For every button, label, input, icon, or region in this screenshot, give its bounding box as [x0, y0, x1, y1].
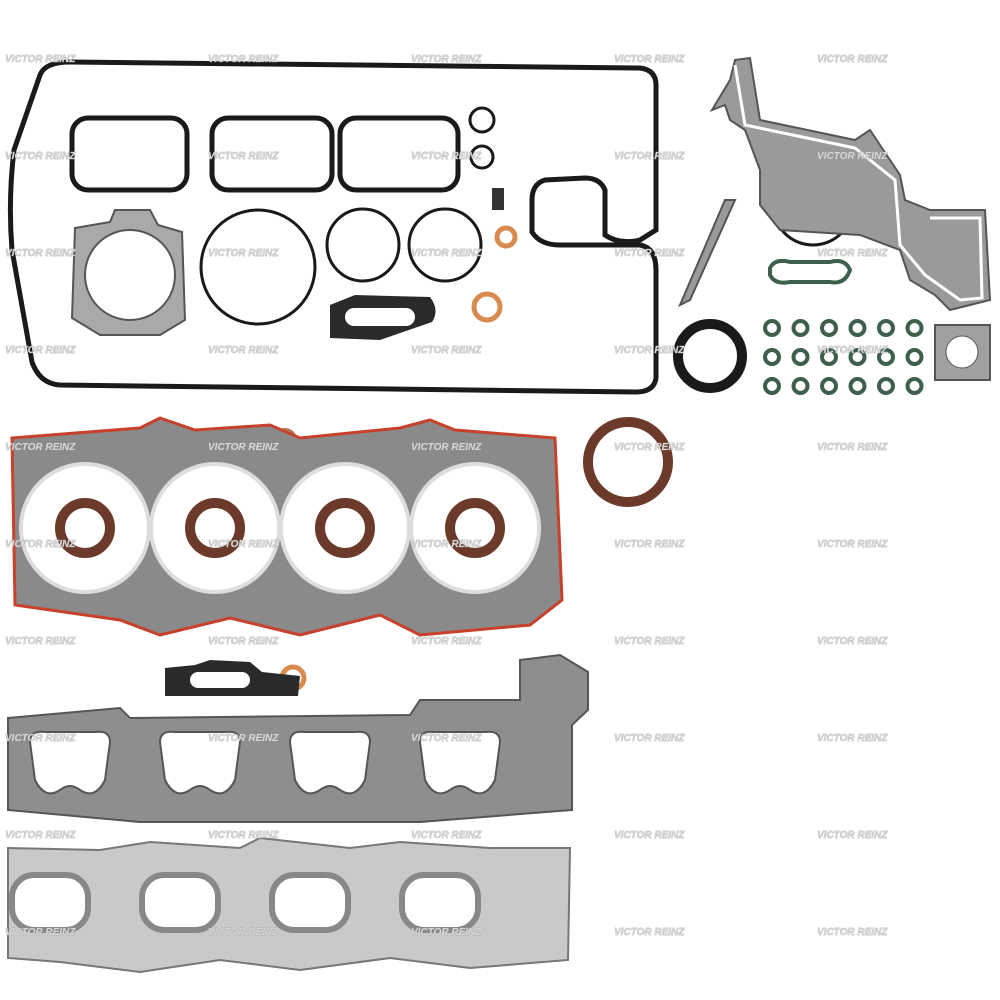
valve-stem-seal [820, 377, 838, 395]
watermark-logo: VICTOR REINZ [5, 151, 76, 162]
watermark-logo: VICTOR REINZ [5, 830, 76, 841]
watermark-logo: VICTOR REINZ [614, 733, 685, 744]
watermark-logo: VICTOR REINZ [411, 733, 482, 744]
crankshaft-seal-rear [583, 417, 673, 507]
exhaust-port [9, 872, 91, 933]
intake-ports [28, 730, 502, 795]
intake-port [28, 730, 112, 795]
valve-stem-seal [848, 348, 867, 366]
valve-stem-seal [905, 377, 924, 395]
valve-stem-seal [763, 319, 781, 337]
camshaft-seal [185, 498, 245, 558]
timing-cover-gasket [678, 56, 992, 312]
cylinder-bores [19, 462, 541, 594]
watermark-logo: VICTOR REINZ [614, 442, 685, 453]
watermark-logo: VICTOR REINZ [614, 248, 685, 259]
watermark-logo: VICTOR REINZ [208, 927, 279, 938]
watermark-logo: VICTOR REINZ [411, 830, 482, 841]
watermark-logo: VICTOR REINZ [817, 345, 888, 356]
valve-stem-seals [763, 319, 924, 395]
watermark-logo: VICTOR REINZ [817, 248, 888, 259]
valve-stem-seal [791, 377, 810, 395]
exhaust-port [399, 872, 481, 933]
intake-port [418, 730, 502, 795]
exhaust-port [139, 872, 221, 933]
watermark-logo: VICTOR REINZ [5, 539, 76, 550]
small-plug-seal [492, 188, 504, 210]
watermark-logo: VICTOR REINZ [5, 636, 76, 647]
watermark-logo: VICTOR REINZ [208, 733, 279, 744]
watermark-logo: VICTOR REINZ [208, 345, 279, 356]
watermark-logo: VICTOR REINZ [208, 539, 279, 550]
watermark-logo: VICTOR REINZ [614, 539, 685, 550]
valve-cover-gasket [7, 59, 659, 395]
valve-stem-seal [763, 377, 781, 395]
watermark-layer: VICTOR REINZ VICTOR REINZ VICTOR REINZ VICT… [5, 54, 889, 938]
watermark-logo: VICTOR REINZ [208, 442, 279, 453]
watermark-logo: VICTOR REINZ [5, 345, 76, 356]
watermark-logo: VICTOR REINZ [411, 54, 482, 65]
watermark-logo: VICTOR REINZ [817, 54, 888, 65]
watermark-logo: VICTOR REINZ [411, 248, 482, 259]
watermark-logo: VICTOR REINZ [411, 345, 482, 356]
watermark-logo: VICTOR REINZ [817, 830, 888, 841]
cylinder-bore [279, 462, 411, 594]
watermark-logo: VICTOR REINZ [411, 539, 482, 550]
exhaust-port [269, 872, 351, 933]
watermark-logo: VICTOR REINZ [208, 248, 279, 259]
cylinder-bore [149, 462, 281, 594]
valve-stem-seal [877, 348, 895, 366]
watermark-logo: VICTOR REINZ [614, 927, 685, 938]
watermark-logo: VICTOR REINZ [614, 54, 685, 65]
watermark-logo: VICTOR REINZ [817, 636, 888, 647]
watermark-logo: VICTOR REINZ [817, 442, 888, 453]
watermark-logo: VICTOR REINZ [208, 54, 279, 65]
valve-stem-seal [791, 319, 810, 337]
watermark-logo: VICTOR REINZ [5, 733, 76, 744]
exhaust-ports [9, 872, 481, 933]
valve-stem-seal [820, 319, 838, 337]
watermark-logo: VICTOR REINZ [817, 151, 888, 162]
watermark-logo: VICTOR REINZ [614, 636, 685, 647]
watermark-logo: VICTOR REINZ [5, 54, 76, 65]
watermark-logo: VICTOR REINZ [614, 830, 685, 841]
valve-stem-seal [820, 348, 838, 366]
watermark-logo: VICTOR REINZ [208, 151, 279, 162]
valve-stem-seal [791, 348, 810, 366]
watermark-logo: VICTOR REINZ [411, 636, 482, 647]
cylinder-bore [19, 462, 151, 594]
valve-stem-seal [877, 377, 895, 395]
watermark-logo: VICTOR REINZ [411, 442, 482, 453]
thermostat-gasket [768, 258, 853, 285]
camshaft-seal [445, 498, 505, 558]
watermark-logo: VICTOR REINZ [208, 636, 279, 647]
watermark-logo: VICTOR REINZ [614, 151, 685, 162]
spark-plug-gaskets [69, 115, 461, 193]
watermark-logo: VICTOR REINZ [614, 345, 685, 356]
valve-stem-seal [848, 319, 867, 337]
watermark-logo: VICTOR REINZ [411, 927, 482, 938]
watermark-logo: VICTOR REINZ [817, 733, 888, 744]
watermark-logo: VICTOR REINZ [5, 442, 76, 453]
watermark-logo: VICTOR REINZ [5, 927, 76, 938]
watermark-logo: VICTOR REINZ [208, 830, 279, 841]
camshaft-seal [55, 498, 115, 558]
watermark-logo: VICTOR REINZ [817, 927, 888, 938]
camshaft-seal [315, 498, 375, 558]
valve-stem-seal [877, 319, 895, 337]
watermark-logo: VICTOR REINZ [5, 248, 76, 259]
intake-port [288, 730, 372, 795]
valve-stem-seal [763, 348, 781, 366]
valve-stem-seal [905, 348, 924, 366]
cylinder-bore [409, 462, 541, 594]
valve-stem-seal [848, 377, 867, 395]
watermark-logo: VICTOR REINZ [817, 539, 888, 550]
watermark-logo: VICTOR REINZ [411, 151, 482, 162]
valve-stem-seal [905, 319, 924, 337]
intake-port [158, 730, 242, 795]
crankshaft-seal-front [673, 319, 747, 393]
